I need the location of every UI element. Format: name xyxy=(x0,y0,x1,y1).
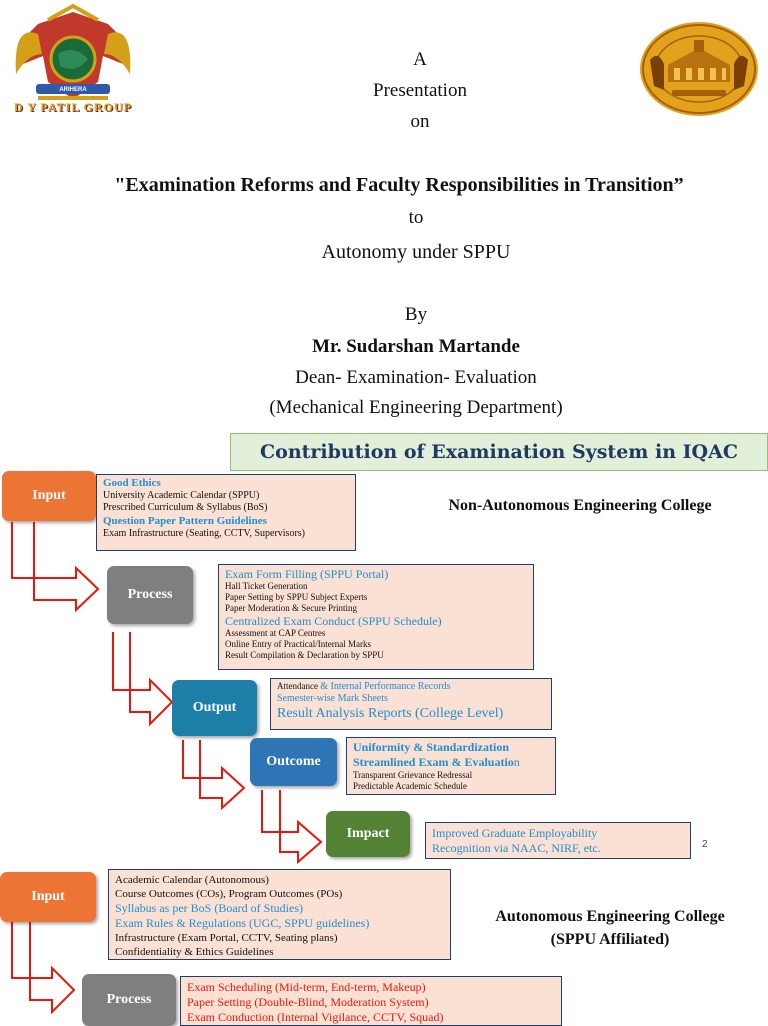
autonomous-process-box: Exam Scheduling (Mid-term, End-term, Mak… xyxy=(180,976,562,1026)
line-by: By xyxy=(404,304,428,325)
auto-process-item: Exam Scheduling (Mid-term, End-term, Mak… xyxy=(187,980,426,994)
line-presentation: Presentation xyxy=(373,80,467,101)
output-item: Result Analysis Reports (College Level) xyxy=(277,706,504,721)
process-item: Online Entry of Practical/Internal Marks xyxy=(225,639,371,649)
presenter-name: Mr. Sudarshan Martande xyxy=(312,336,520,357)
process-item: Paper Setting by SPPU Subject Experts xyxy=(225,592,368,602)
auto-input-item: Syllabus as per BoS (Board of Studies) xyxy=(115,901,303,915)
auto-input-item: Exam Rules & Regulations (UGC, SPPU guid… xyxy=(115,916,370,930)
page-number: 2 xyxy=(702,839,708,850)
presentation-title: "Examination Reforms and Faculty Respons… xyxy=(114,174,684,196)
auto-process-item: Exam Conduction (Internal Vigilance, CCT… xyxy=(187,1010,444,1024)
input-item: University Academic Calendar (SPPU) xyxy=(103,490,260,501)
process-item: Result Compilation & Declaration by SPPU xyxy=(225,650,384,660)
line-to: to xyxy=(408,207,424,228)
output-item: Semester-wise Mark Sheets xyxy=(277,693,388,704)
process-item: Exam Form Filling (SPPU Portal) xyxy=(225,567,389,581)
auto-input-item: Infrastructure (Exam Portal, CCTV, Seati… xyxy=(115,932,338,944)
output-item-attendance: Attendance & Internal Performance Record… xyxy=(277,681,451,692)
auto-input-item: Confidentiality & Ethics Guidelines xyxy=(115,946,274,958)
dy-patil-caption: D Y PATIL GROUP xyxy=(13,100,132,114)
impact-item: Recognition via NAAC, NIRF, etc. xyxy=(432,841,601,855)
line-autonomy: Autonomy under SPPU xyxy=(321,241,511,263)
auto-input-item: Course Outcomes (COs), Program Outcomes … xyxy=(115,888,343,900)
impact-item: Improved Graduate Employability xyxy=(432,826,598,840)
stage-process: Process xyxy=(107,566,193,624)
autonomous-heading-line2: (SPPU Affiliated) xyxy=(550,931,670,948)
stage-outcome: Outcome xyxy=(250,738,337,786)
outcome-item: Predictable Academic Schedule xyxy=(353,781,467,791)
outcome-item: Transparent Grievance Redressal xyxy=(353,770,473,780)
process-item: Centralized Exam Conduct (SPPU Schedule) xyxy=(225,614,442,628)
input-item: Good Ethics xyxy=(103,477,161,489)
stage-input-autonomous: Input xyxy=(0,872,96,922)
stage-output: Output xyxy=(172,680,257,736)
stage-process-autonomous: Process xyxy=(82,974,176,1026)
presenter-department: (Mechanical Engineering Department) xyxy=(269,397,563,418)
presenter-role: Dean- Examination- Evaluation xyxy=(295,367,537,388)
iqac-banner xyxy=(230,433,768,471)
input-item: Question Paper Pattern Guidelines xyxy=(103,515,267,527)
input-item: Prescribed Curriculum & Syllabus (BoS) xyxy=(103,502,268,513)
process-item: Hall Ticket Generation xyxy=(225,581,308,591)
output-items-box: Attendance & Internal Performance Record… xyxy=(270,678,552,730)
line-a: A xyxy=(413,49,427,70)
process-items-box: Exam Form Filling (SPPU Portal) Hall Tic… xyxy=(218,564,534,670)
impact-items-box: Improved Graduate Employability Recognit… xyxy=(425,822,691,859)
auto-input-item: Academic Calendar (Autonomous) xyxy=(115,874,269,886)
dy-patil-logo xyxy=(8,3,138,122)
outcome-item-streamlined: Streamlined Exam & Evaluation xyxy=(353,755,520,769)
input-item: Exam Infrastructure (Seating, CCTV, Supe… xyxy=(103,528,305,539)
line-on: on xyxy=(410,111,430,132)
sppu-seal-logo xyxy=(638,20,760,118)
autonomous-input-box: Academic Calendar (Autonomous) Course Ou… xyxy=(108,869,451,960)
non-autonomous-heading: Non-Autonomous Engineering College xyxy=(448,497,712,514)
outcome-items-box: Uniformity & Standardization Streamlined… xyxy=(346,737,556,795)
autonomous-heading-line1: Autonomous Engineering College xyxy=(495,908,725,925)
iqac-banner-text: Contribution of Examination System in IQ… xyxy=(260,441,738,463)
process-item: Assessment at CAP Centres xyxy=(225,628,326,638)
dy-patil-ribbon: ARIHERA xyxy=(59,87,87,93)
process-item: Paper Moderation & Secure Printing xyxy=(225,603,357,613)
stage-input: Input xyxy=(2,471,96,521)
input-items-box: Good Ethics University Academic Calendar… xyxy=(96,474,356,551)
auto-process-item: Paper Setting (Double-Blind, Moderation … xyxy=(187,995,429,1009)
outcome-item: Uniformity & Standardization xyxy=(353,740,509,754)
stage-impact: Impact xyxy=(326,811,410,857)
